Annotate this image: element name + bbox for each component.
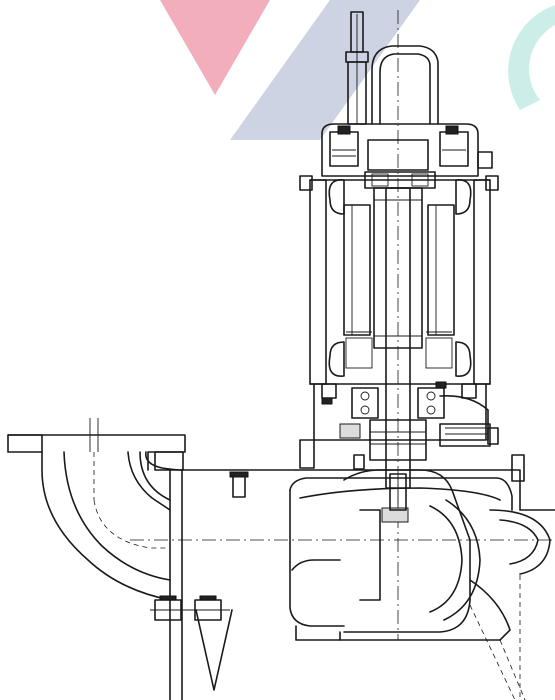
base-bolts (150, 595, 230, 621)
motor-housing (309, 179, 491, 385)
flange-bolts (229, 427, 525, 498)
motor-top-cover (321, 123, 493, 189)
watermark-gray-parallelogram (230, 0, 420, 140)
bearing-seal-section (313, 381, 491, 461)
support-legs (169, 469, 526, 700)
discharge-elbow (7, 418, 186, 601)
pump-volute-casing (181, 469, 555, 641)
watermark-teal-ring (508, 5, 555, 110)
housing-side-details (299, 175, 499, 399)
watermark-red-triangle (160, 0, 270, 95)
watermark-logo (160, 0, 555, 140)
cable-entry (345, 11, 439, 125)
